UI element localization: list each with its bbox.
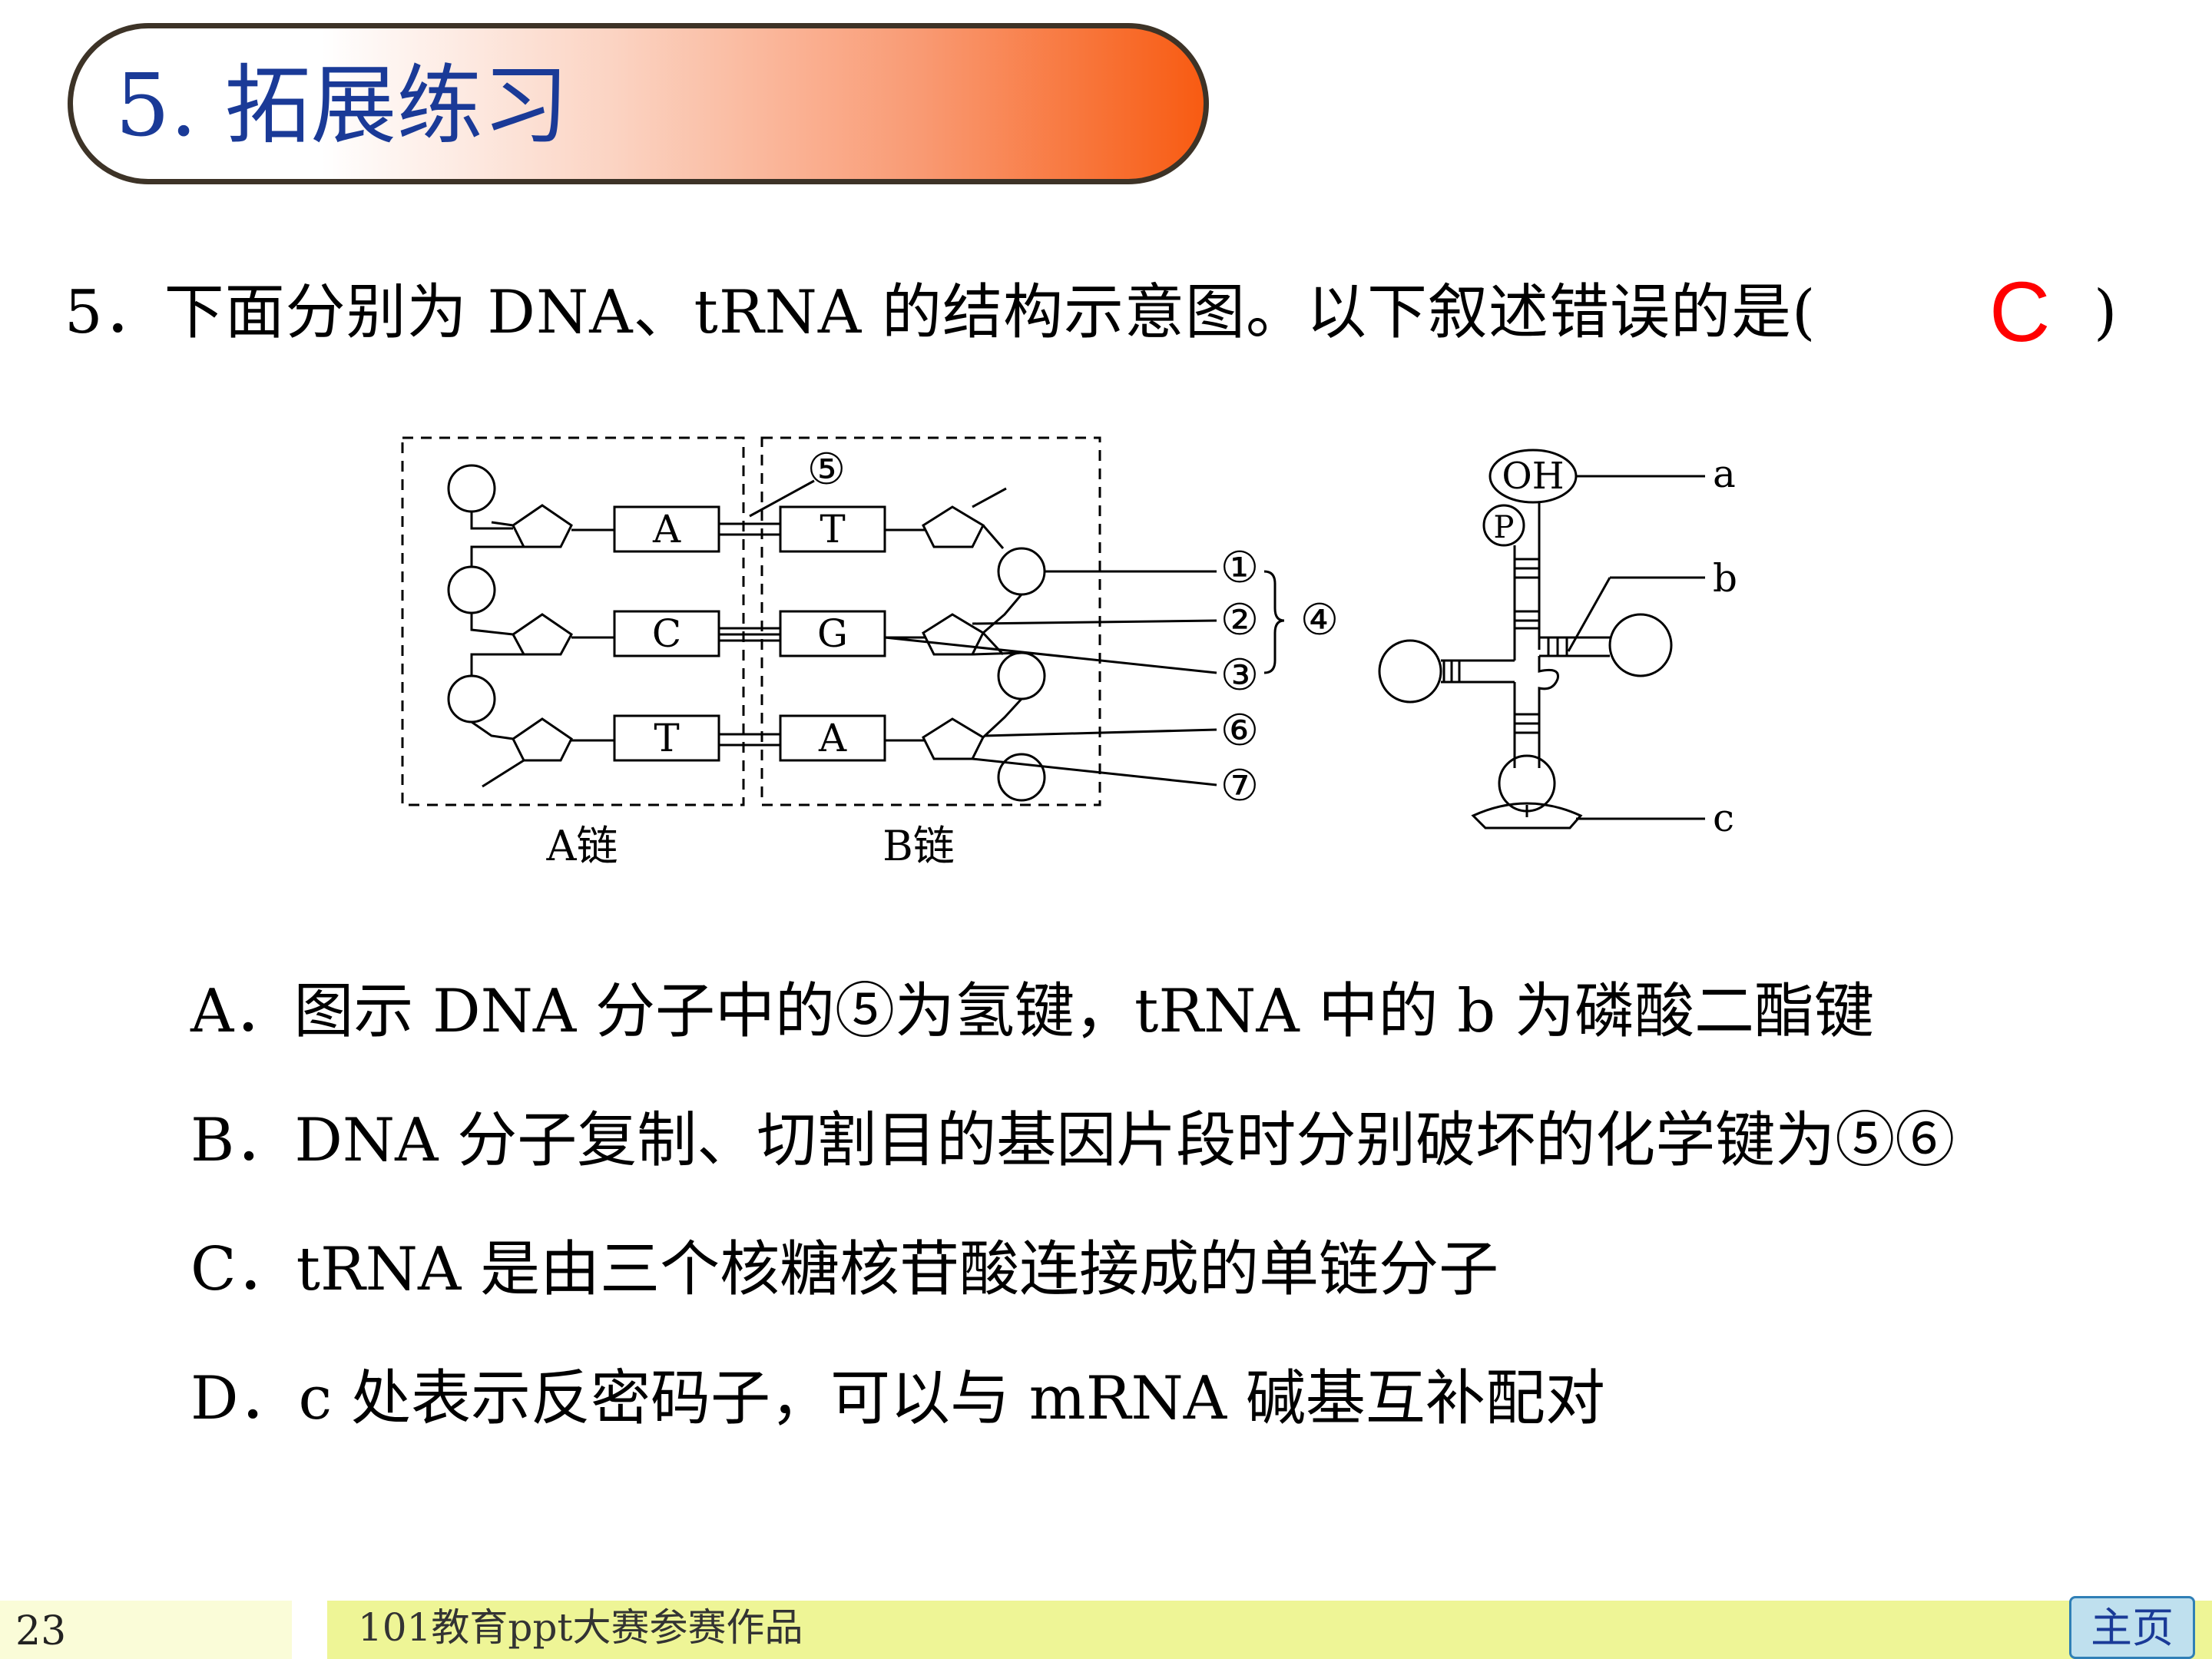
d-loop-circle [1378,639,1442,704]
sugar-pentagon [922,613,985,656]
home-button[interactable]: 主页 [2069,1596,2195,1659]
base-letter: A [818,716,847,760]
page-number: 23 [15,1608,67,1654]
marker-4: ④ [1300,595,1339,645]
t-loop-circle [1608,613,1673,677]
base-letter: T [820,507,845,551]
sugar-pentagon [512,504,573,548]
option-c: C．tRNA 是由三个核糖核苷酸连接成的单链分子 [190,1235,1499,1304]
marker-7: ⑦ [1220,761,1259,811]
chain-a-box [401,436,745,806]
phosphate-circle [997,651,1046,700]
base-letter: T [654,716,679,760]
marker-1: ① [1220,543,1259,593]
sugar-pentagon [922,717,985,760]
phosphate-circle [447,464,496,513]
base-letter: A [652,507,681,551]
page-title: 5. 拓展练习 [115,56,569,156]
marker-5-leader [749,479,815,518]
option-d: D．c 处表示反密码子，可以与 mRNA 碱基互补配对 [190,1364,1605,1433]
footer-bar [0,1601,2212,1659]
question-close-paren: ) [2094,278,2118,347]
chain-b-label: B链 [882,822,955,870]
answer-letter: C [1989,265,2051,359]
structure-diagram: A C T T G A A链 B链 ⑤ ① ② ③ ④ ⑥ ⑦ OH P a b… [401,436,1737,870]
base-box-a [613,505,720,553]
anticodon-arc [1471,802,1583,830]
base-box-t [613,714,720,762]
sugar-pentagon [512,613,573,656]
sugar-pentagon [512,717,573,762]
page-number-box [0,1601,292,1659]
question-text: 5．下面分别为 DNA、tRNA 的结构示意图。以下叙述错误的是( [65,278,1816,347]
base-letter: C [652,611,681,656]
sugar-pentagon [922,505,985,548]
label-c: c [1713,796,1734,840]
phosphate-p-circle [1482,504,1525,547]
footer-brand: 101教育ppt大赛参赛作品 [358,1605,803,1650]
base-box-g [779,610,886,657]
marker-3: ③ [1220,651,1259,700]
marker-6: ⑥ [1220,706,1259,756]
marker-2: ② [1220,595,1259,645]
label-b: b [1713,556,1737,601]
marker-5: ⑤ [807,445,846,495]
phosphate-circle [997,547,1046,596]
footer-divider [292,1601,327,1659]
brace [1263,570,1285,674]
chain-a-label: A链 [546,822,618,870]
base-box-a2 [779,714,886,762]
option-b: B．DNA 分子复制、切割目的基因片段时分别破坏的化学键为⑤⑥ [190,1106,1955,1175]
title-banner [68,23,1209,184]
option-a: A．图示 DNA 分子中的⑤为氢键，tRNA 中的 b 为磷酸二酯键 [190,977,1874,1046]
oh-label: OH [1502,455,1564,498]
phosphate-circle [997,753,1046,802]
phosphate-circle [447,674,496,724]
p-label: P [1494,510,1515,545]
base-letter: G [817,611,848,656]
label-a: a [1713,452,1736,496]
phosphate-circle [447,565,496,614]
